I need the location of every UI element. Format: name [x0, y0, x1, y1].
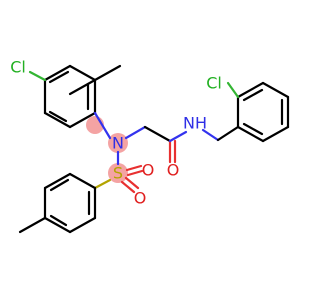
- s-o2-bond-a: [120, 180, 136, 194]
- ch2-carbonyl-bond: [143, 125, 172, 143]
- cl-left-label: Cl: [10, 58, 26, 77]
- chlorophenyl-ring: [236, 81, 290, 143]
- o-sulfonyl-1-label: O: [142, 161, 155, 180]
- chlorotolyl-ring: [43, 64, 97, 129]
- s-label: S: [113, 164, 123, 183]
- nh-ch2-bond: [201, 128, 220, 142]
- structure-canvas: Cl Cl N NH O S O O: [10, 58, 290, 234]
- o-sulfonyl-2-label: O: [134, 189, 147, 208]
- nh-amide-label: NH: [183, 114, 207, 133]
- s-o1-bond-b: [126, 169, 144, 177]
- methyl-left: [93, 64, 122, 82]
- highlight-n-sulfonamide: [108, 133, 128, 153]
- n-aryl-bond: [93, 111, 112, 140]
- benzyl-ch2-bond: [216, 125, 240, 142]
- s-o1-bond-a: [125, 164, 143, 172]
- o-amide-label: O: [167, 161, 180, 180]
- molecule-diagram: Cl Cl N NH O S O O: [10, 58, 290, 234]
- n-ch2-bond: [124, 125, 147, 140]
- tolyl-ring: [43, 172, 97, 234]
- s-o2-bond-b: [124, 176, 140, 190]
- cl-right-label: Cl: [206, 74, 222, 93]
- methyl-tolyl: [18, 216, 47, 234]
- amide-n-bond: [168, 130, 188, 143]
- cl-left-bond: [28, 70, 47, 82]
- n-sulfonamide-label: N: [112, 134, 124, 153]
- s-tolyl-bond: [93, 178, 112, 190]
- cl-right-bond: [226, 81, 240, 99]
- highlight-s: [108, 163, 128, 183]
